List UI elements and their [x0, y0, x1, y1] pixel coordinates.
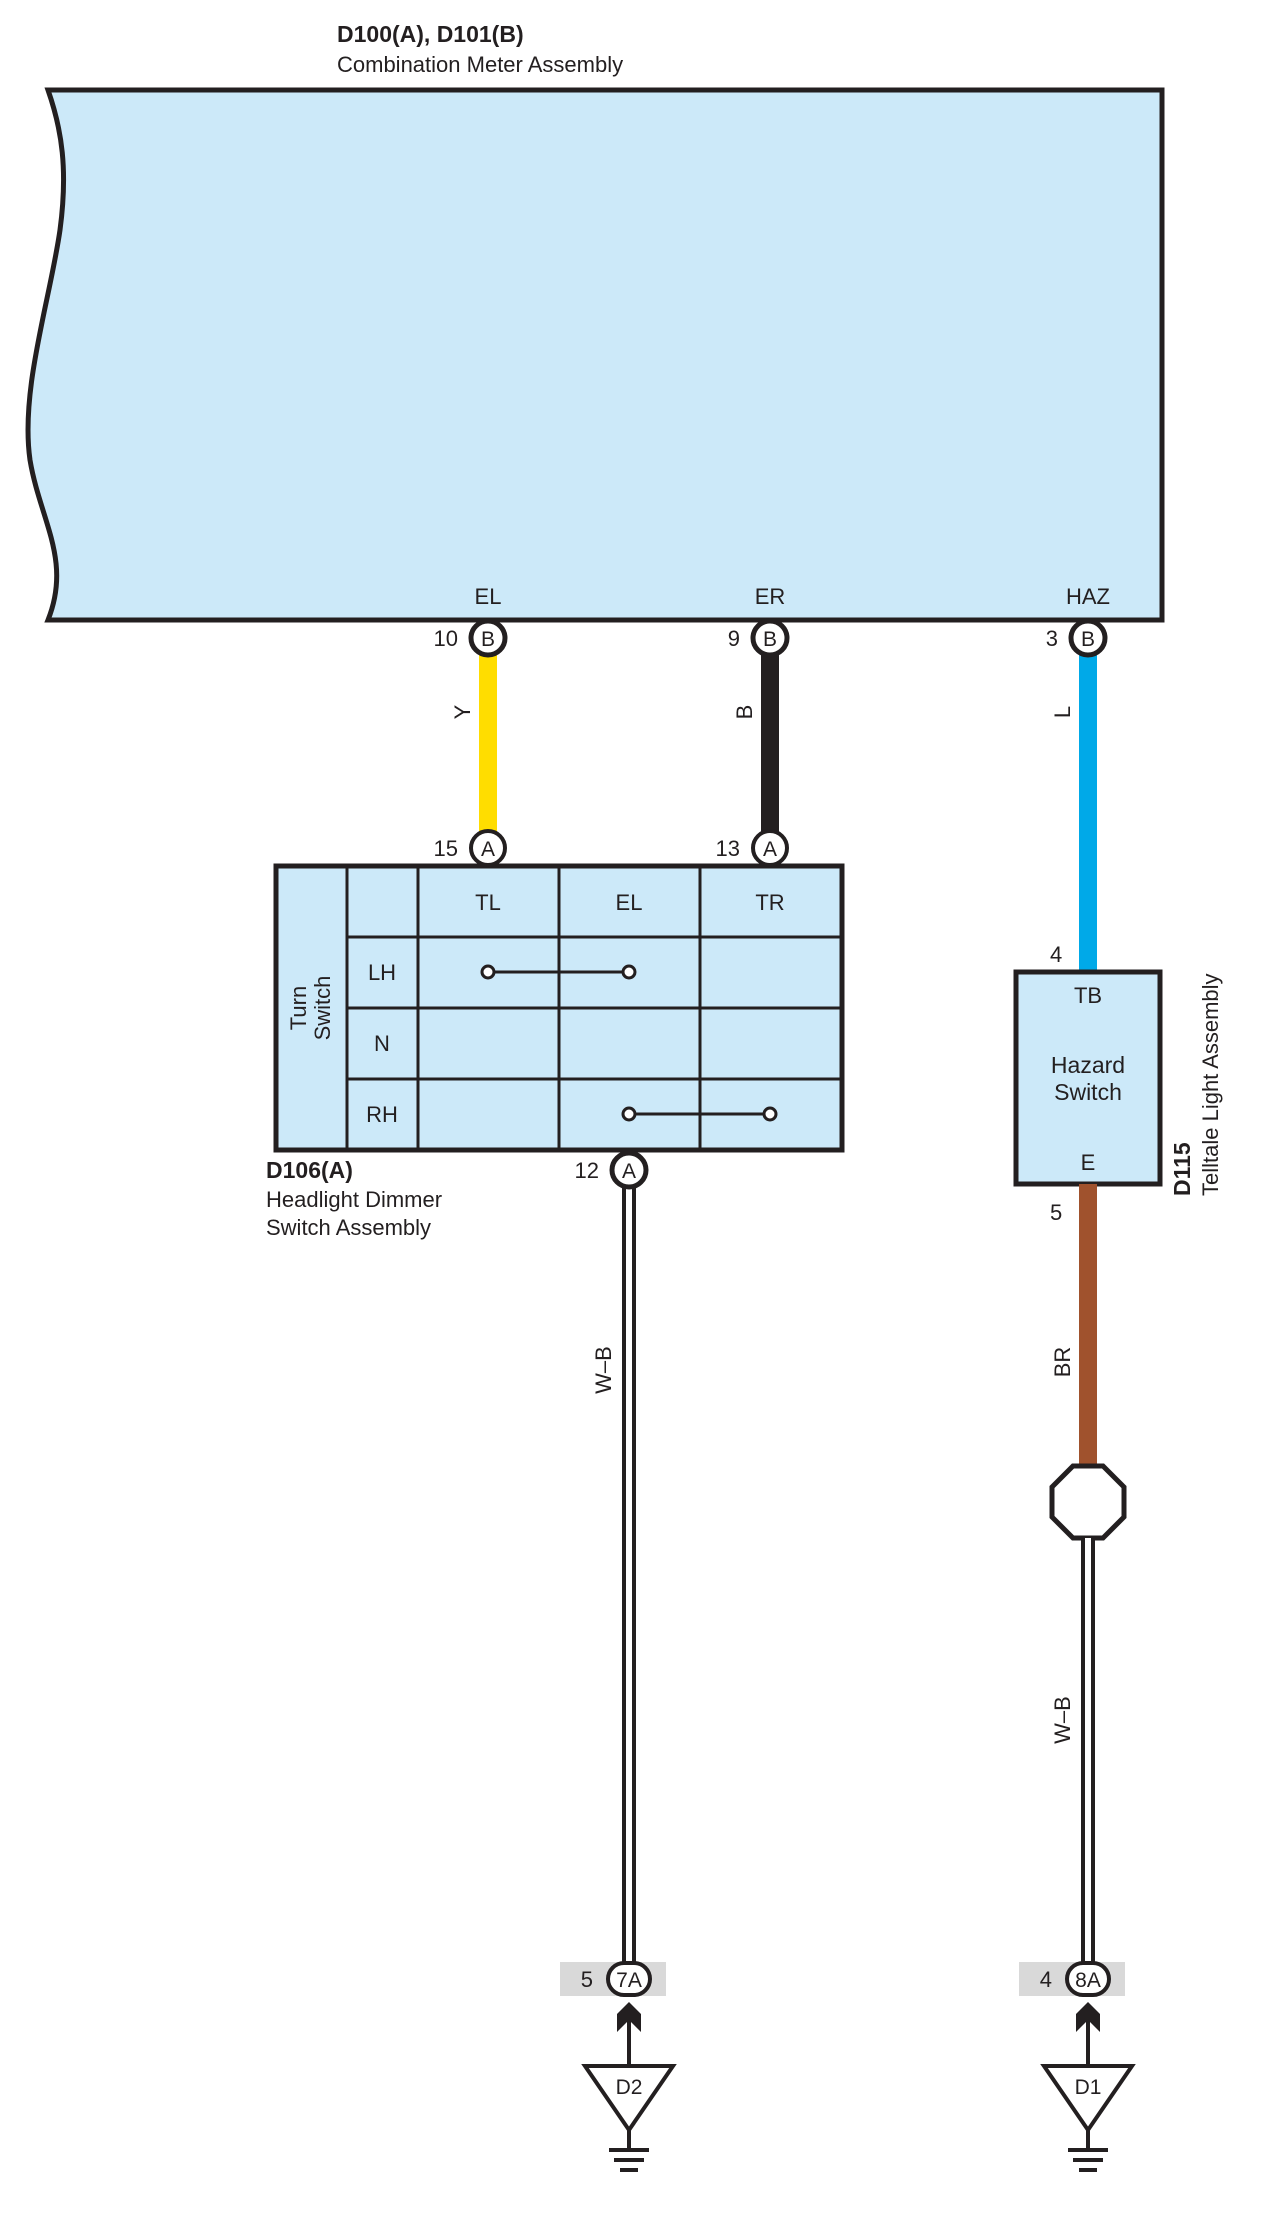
ground-label-d2: D2 [616, 2076, 643, 2099]
ground-point-d1 [1040, 2064, 1136, 2134]
wire-label-wb-right: W–B [1050, 1696, 1075, 1744]
meter-pin-3: 3 B [1046, 618, 1108, 658]
svg-text:5: 5 [581, 1967, 593, 1992]
arrow-d1 [1076, 2002, 1100, 2032]
svg-text:7A: 7A [616, 1969, 642, 1992]
svg-text:8A: 8A [1075, 1969, 1101, 1992]
ground-symbol-d2 [609, 2130, 649, 2172]
ground-point-d2 [581, 2064, 677, 2134]
wire-label-y: Y [450, 704, 475, 719]
hazard-name: Telltale Light Assembly [1198, 973, 1223, 1196]
connection-rh-el-tr [621, 1106, 778, 1122]
dimmer-name-line2: Switch Assembly [266, 1215, 431, 1240]
wire-label-wb-left: W–B [591, 1346, 616, 1394]
turn-switch-label-line2: Switch [310, 976, 335, 1041]
dimmer-name-line1: Headlight Dimmer [266, 1187, 442, 1212]
arrow-d2 [617, 2002, 641, 2032]
svg-text:A: A [763, 838, 777, 861]
hazard-terminal-tb: TB [1074, 983, 1102, 1008]
column-el: EL [616, 890, 643, 915]
svg-text:9: 9 [728, 626, 740, 651]
row-rh: RH [366, 1102, 398, 1127]
svg-text:12: 12 [575, 1158, 599, 1183]
connection-lh-tl-el [480, 964, 637, 980]
wire-label-br: BR [1050, 1347, 1075, 1378]
dimmer-code: D106(A) [266, 1157, 353, 1183]
svg-text:15: 15 [434, 836, 458, 861]
meter-terminal-haz: HAZ [1066, 584, 1110, 609]
svg-text:3: 3 [1046, 626, 1058, 651]
junction-8a: 4 8A [1019, 1961, 1125, 1997]
svg-text:A: A [622, 1160, 636, 1183]
svg-text:B: B [763, 628, 777, 651]
dimmer-pin-12: 12 A [575, 1150, 649, 1190]
dimmer-pin-15: 15 A [434, 829, 507, 867]
splice-point [1049, 1463, 1127, 1541]
ground-symbol-d1 [1068, 2130, 1108, 2172]
meter-code: D100(A), D101(B) [337, 21, 524, 47]
ground-label-d1: D1 [1075, 2076, 1102, 2099]
column-tr: TR [755, 890, 784, 915]
svg-text:13: 13 [716, 836, 740, 861]
meter-name: Combination Meter Assembly [337, 52, 623, 77]
hazard-code: D115 [1169, 1142, 1195, 1196]
hazard-switch-body [1013, 969, 1163, 1187]
svg-text:A: A [481, 838, 495, 861]
row-lh: LH [368, 960, 396, 985]
hazard-pin-4: 4 [1050, 942, 1062, 967]
meter-terminal-el: EL [475, 584, 502, 609]
svg-text:4: 4 [1040, 1967, 1052, 1992]
hazard-terminal-e: E [1081, 1150, 1096, 1175]
hazard-label-line1: Hazard [1051, 1052, 1125, 1078]
wire-label-b: B [732, 705, 757, 720]
meter-pin-9: 9 B [728, 618, 790, 658]
dimmer-switch-body [273, 863, 845, 1153]
hazard-pin-5: 5 [1050, 1200, 1062, 1225]
column-tl: TL [475, 890, 501, 915]
wire-label-l: L [1050, 706, 1075, 718]
turn-switch-label-line1: Turn [286, 986, 311, 1030]
dimmer-pin-13: 13 A [716, 829, 789, 867]
svg-text:B: B [481, 628, 495, 651]
svg-text:B: B [1081, 628, 1095, 651]
junction-7a: 5 7A [560, 1961, 666, 1997]
combination-meter-body [25, 87, 1165, 623]
svg-text:10: 10 [434, 626, 458, 651]
meter-pin-10: 10 B [434, 618, 508, 658]
row-n: N [374, 1031, 390, 1056]
hazard-label-line2: Switch [1054, 1079, 1122, 1105]
meter-terminal-er: ER [755, 584, 786, 609]
